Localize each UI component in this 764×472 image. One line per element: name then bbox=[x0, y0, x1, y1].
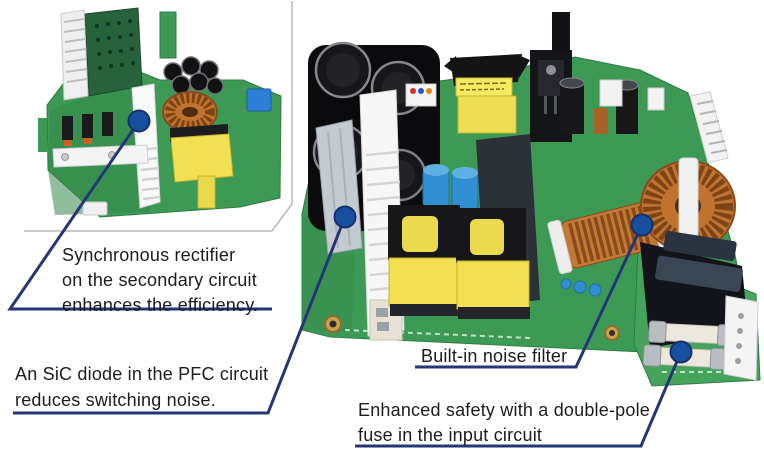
callout-text-line: An SiC diode in the PFC circuit bbox=[15, 364, 269, 384]
callout-text-line: reduces switching noise. bbox=[15, 390, 216, 410]
leader-double-pole-fuse bbox=[355, 351, 683, 448]
transformer-small bbox=[170, 124, 234, 209]
callout-noise-filter: Built-in noise filter bbox=[421, 344, 567, 369]
callout-text-line: on the secondary circuit bbox=[62, 270, 257, 290]
fuse-pair bbox=[642, 320, 736, 371]
callout-synchronous-rectifier: Synchronous rectifier on the secondary c… bbox=[62, 243, 258, 318]
sub-board bbox=[84, 7, 143, 97]
blue-capacitors bbox=[422, 164, 479, 212]
pin-header bbox=[552, 12, 570, 62]
leader-synchronous-rectifier bbox=[7, 120, 272, 311]
callout-double-pole-fuse: Enhanced safety with a double-pole fuse … bbox=[358, 398, 650, 448]
leader-sic-diode bbox=[13, 216, 347, 415]
mounting-holes bbox=[324, 315, 620, 341]
yellow-tab bbox=[197, 175, 216, 209]
small-connector bbox=[82, 201, 108, 216]
marker-dots bbox=[127, 109, 693, 364]
top-capacitors bbox=[559, 77, 665, 134]
callout-text-line: fuse in the input circuit bbox=[358, 425, 543, 445]
board-tab bbox=[38, 118, 47, 152]
marker-dot-synchronous-rectifier bbox=[127, 109, 151, 133]
capacitor-cluster bbox=[163, 56, 224, 95]
marker-dot-noise-filter bbox=[630, 213, 654, 237]
board-tab bbox=[159, 11, 177, 59]
callout-text-line: Synchronous rectifier bbox=[62, 245, 236, 265]
top-transformer bbox=[444, 54, 530, 134]
callout-text-line: enhances the efficiency. bbox=[62, 295, 259, 315]
edge-connector bbox=[689, 91, 729, 164]
small-pcb-photo bbox=[24, 1, 293, 232]
callout-sic-diode: An SiC diode in the PFC circuit reduces … bbox=[15, 361, 268, 413]
small-board-shaded-area bbox=[48, 78, 150, 215]
bracket-bar bbox=[52, 144, 149, 168]
callout-text-line: Enhanced safety with a double-pole bbox=[358, 400, 650, 420]
main-transformers bbox=[388, 205, 530, 319]
callout-text-line: Built-in noise filter bbox=[421, 346, 568, 366]
dip-block bbox=[405, 83, 437, 107]
marker-dot-double-pole-fuse bbox=[669, 340, 693, 364]
photo-frame bbox=[24, 1, 293, 232]
marker-dot-sic-diode bbox=[333, 205, 357, 229]
input-connector bbox=[723, 295, 759, 381]
large-pcb-photo bbox=[301, 12, 761, 387]
callout-leader-lines bbox=[7, 120, 683, 448]
input-filter-assembly bbox=[640, 230, 748, 348]
small-blue-caps bbox=[560, 278, 602, 297]
multipin-connector bbox=[60, 9, 89, 101]
leader-noise-filter bbox=[415, 224, 644, 369]
transistor-row bbox=[62, 112, 113, 146]
blue-component bbox=[246, 88, 272, 112]
